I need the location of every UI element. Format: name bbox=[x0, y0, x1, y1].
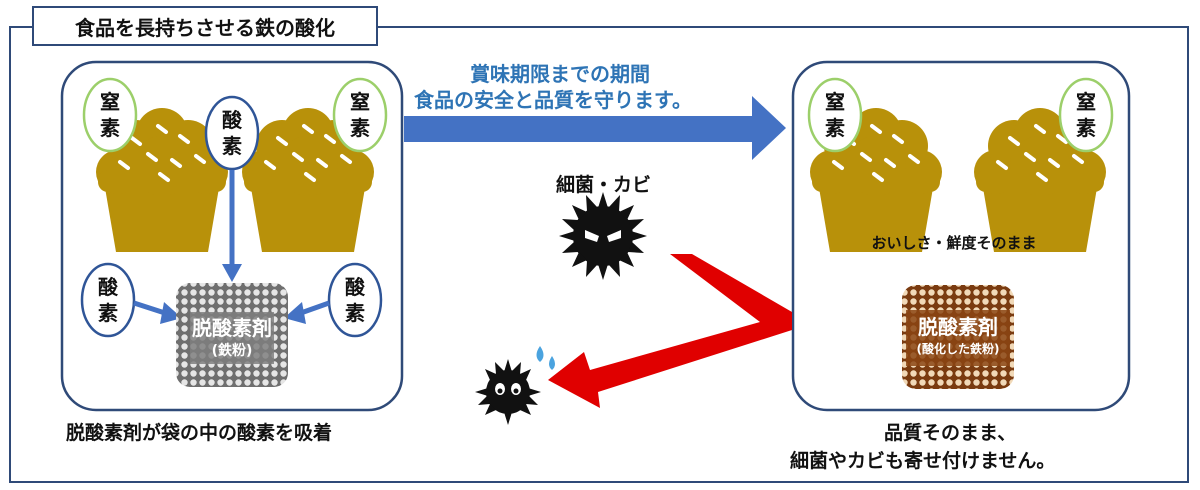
right-caption-line-1: 品質そのまま、 bbox=[884, 422, 1017, 444]
right-caption-line-2: 細菌やカビも寄せ付けません。 bbox=[790, 450, 1056, 472]
sweat-drop-icon bbox=[536, 346, 544, 362]
nitrogen-oval bbox=[82, 77, 138, 153]
nitrogen-oval bbox=[807, 77, 863, 153]
oxygen-oval bbox=[80, 262, 136, 338]
absorber-label-right: 脱酸素剤 bbox=[918, 315, 998, 339]
nitrogen-label: 窒素 bbox=[1076, 90, 1096, 140]
nitrogen-label: 窒素 bbox=[350, 90, 370, 140]
red-arrow bbox=[548, 254, 792, 408]
oxygen-label: 酸素 bbox=[222, 108, 242, 158]
outer-frame bbox=[9, 26, 1189, 483]
arrow-caption-line-2: 食品の安全と品質を守ります。 bbox=[414, 88, 692, 112]
freshness-label: おいしさ・鮮度そのまま bbox=[871, 234, 1037, 252]
bacteria-label: 細菌・カビ bbox=[556, 174, 652, 196]
oxygen-oval bbox=[327, 262, 383, 338]
germ-icon bbox=[475, 359, 541, 425]
absorber-sub-left: (鉄粉) bbox=[211, 343, 253, 359]
sweat-drop-icon bbox=[549, 356, 555, 370]
blue-arrow bbox=[404, 96, 786, 160]
nitrogen-oval bbox=[332, 77, 388, 153]
absorber-label-left: 脱酸素剤 bbox=[192, 316, 272, 340]
diagram-title: 食品を長持ちさせる鉄の酸化 bbox=[32, 6, 378, 46]
nitrogen-label: 窒素 bbox=[100, 90, 120, 140]
oxygen-label: 酸素 bbox=[98, 275, 118, 325]
oxygen-oval bbox=[204, 95, 260, 171]
nitrogen-oval bbox=[1058, 77, 1114, 153]
left-caption: 脱酸素剤が袋の中の酸素を吸着 bbox=[66, 422, 333, 444]
germ-icon bbox=[559, 192, 647, 280]
nitrogen-label: 窒素 bbox=[825, 90, 845, 140]
arrow-caption-line-1: 賞味期限までの期間 bbox=[470, 62, 650, 86]
absorber-sub-right: (酸化した鉄粉) bbox=[916, 342, 1000, 356]
oxygen-label: 酸素 bbox=[345, 275, 365, 325]
